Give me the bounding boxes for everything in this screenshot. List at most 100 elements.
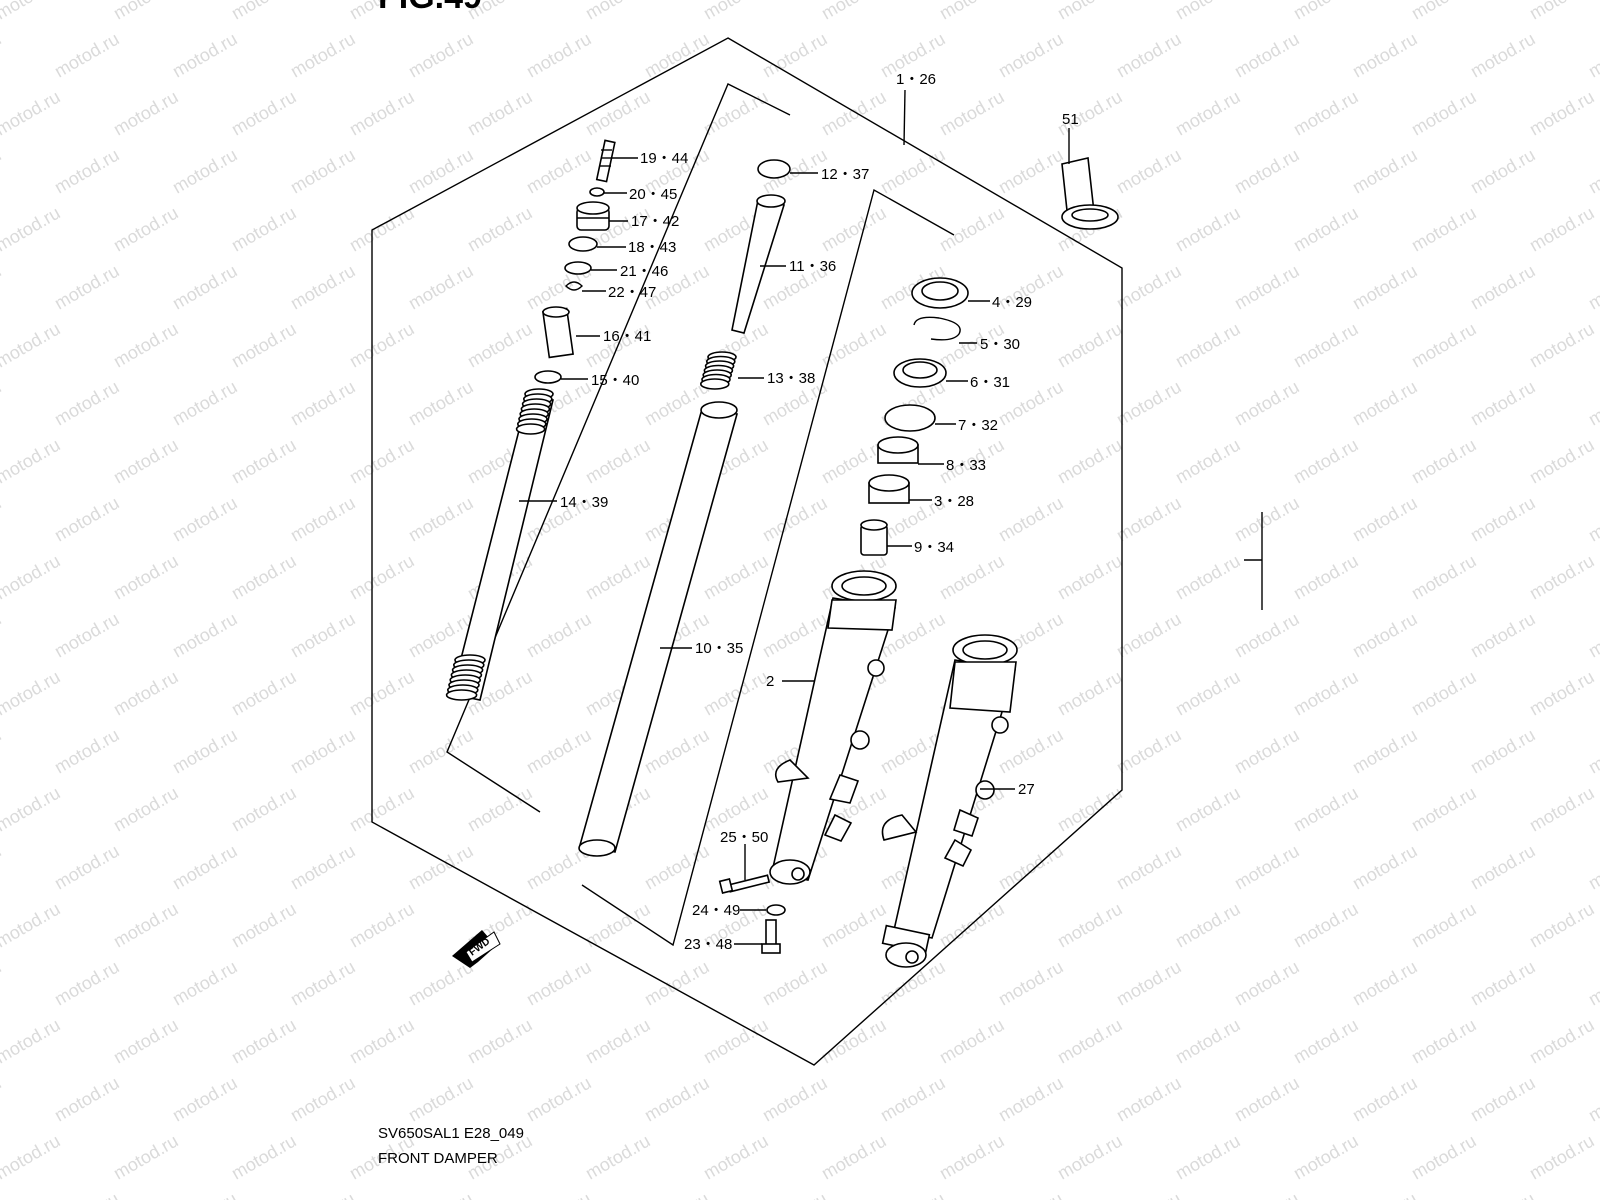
watermark-text: motod.ru	[1172, 783, 1244, 836]
watermark-text: motod.ru	[641, 957, 713, 1010]
watermark-text: motod.ru	[51, 957, 123, 1010]
watermark-text: motod.ru	[1408, 899, 1480, 952]
watermark-text: motod.ru	[405, 841, 477, 894]
watermark-text: motod.ru	[228, 1015, 300, 1068]
watermark-text: motod.ru	[287, 261, 359, 314]
watermark-text: motod.ru	[582, 0, 654, 23]
watermark-text: motod.ru	[1113, 261, 1185, 314]
watermark-text: motod.ru	[877, 1073, 949, 1126]
watermark-text: motod.ru	[405, 261, 477, 314]
watermark-text: motod.ru	[759, 957, 831, 1010]
watermark-text: motod.ru	[1585, 609, 1600, 662]
watermark-text: motod.ru	[228, 87, 300, 140]
watermark-text: motod.ru	[51, 1189, 123, 1200]
watermark-text: motod.ru	[1231, 29, 1303, 82]
watermark-text: motod.ru	[1408, 203, 1480, 256]
callout-15-40: 15・40	[591, 372, 639, 389]
callout-18-43: 18・43	[628, 239, 676, 256]
watermark-text: motod.ru	[0, 725, 5, 778]
watermark-text: motod.ru	[228, 203, 300, 256]
watermark-text: motod.ru	[1290, 319, 1362, 372]
watermark-text: motod.ru	[51, 377, 123, 430]
watermark-text: motod.ru	[1408, 551, 1480, 604]
watermark-text: motod.ru	[287, 957, 359, 1010]
watermark-text: motod.ru	[1467, 493, 1539, 546]
watermark-text: motod.ru	[1231, 1189, 1303, 1200]
part-5-stopper-ring	[913, 316, 961, 341]
watermark-text: motod.ru	[1172, 1131, 1244, 1184]
watermark-text: motod.ru	[1113, 957, 1185, 1010]
watermark-text: motod.ru	[287, 1073, 359, 1126]
watermark-text: motod.ru	[0, 1073, 5, 1126]
watermark-text: motod.ru	[1231, 145, 1303, 198]
watermark-text: motod.ru	[1054, 1131, 1126, 1184]
watermark-text: motod.ru	[1290, 435, 1362, 488]
watermark-text: motod.ru	[1526, 551, 1598, 604]
watermark-text: motod.ru	[346, 435, 418, 488]
watermark-text: motod.ru	[1113, 725, 1185, 778]
watermark-text: motod.ru	[1290, 551, 1362, 604]
watermark-text: motod.ru	[1349, 957, 1421, 1010]
watermark-text: motod.ru	[995, 493, 1067, 546]
watermark-text: motod.ru	[582, 87, 654, 140]
watermark-text: motod.ru	[1113, 1073, 1185, 1126]
spring-coil	[699, 378, 730, 390]
callout-24-49: 24・49	[692, 902, 740, 919]
watermark-text: motod.ru	[1349, 841, 1421, 894]
watermark-text: motod.ru	[169, 145, 241, 198]
callout-23-48: 23・48	[684, 936, 732, 953]
watermark-text: motod.ru	[1231, 957, 1303, 1010]
watermark-text: motod.ru	[0, 667, 64, 720]
watermark-text: motod.ru	[0, 1189, 5, 1200]
watermark-text: motod.ru	[1526, 87, 1598, 140]
callout-20-45: 20・45	[629, 186, 677, 203]
watermark-text: motod.ru	[1467, 957, 1539, 1010]
watermark-text: motod.ru	[346, 899, 418, 952]
watermark-text: motod.ru	[287, 1189, 359, 1200]
watermark-text: motod.ru	[936, 1015, 1008, 1068]
watermark-text: motod.ru	[1290, 783, 1362, 836]
watermark-text: motod.ru	[51, 29, 123, 82]
watermark-text: motod.ru	[1054, 783, 1126, 836]
watermark-text: motod.ru	[877, 145, 949, 198]
watermark-text: motod.ru	[287, 145, 359, 198]
watermark-text: motod.ru	[759, 29, 831, 82]
watermark-text: motod.ru	[936, 551, 1008, 604]
callout-14-39: 14・39	[560, 494, 608, 511]
part-19-bolt	[595, 139, 616, 183]
watermark-text: motod.ru	[228, 551, 300, 604]
watermark-text: motod.ru	[110, 319, 182, 372]
watermark-text: motod.ru	[1526, 783, 1598, 836]
watermark-text: motod.ru	[51, 493, 123, 546]
watermark-text: motod.ru	[582, 1015, 654, 1068]
watermark-text: motod.ru	[523, 609, 595, 662]
watermark-text: motod.ru	[1231, 725, 1303, 778]
part-23-bolt	[761, 919, 781, 954]
watermark-text: motod.ru	[0, 841, 5, 894]
watermark-text: motod.ru	[1054, 435, 1126, 488]
watermark-text: motod.ru	[228, 1131, 300, 1184]
watermark-text: motod.ru	[1467, 609, 1539, 662]
watermark-text: motod.ru	[169, 261, 241, 314]
callout-3-28: 3・28	[934, 493, 974, 510]
watermark-text: motod.ru	[1349, 609, 1421, 662]
watermark-text: motod.ru	[228, 0, 300, 23]
watermark-text: motod.ru	[1526, 1015, 1598, 1068]
watermark-text: motod.ru	[346, 667, 418, 720]
watermark-text: motod.ru	[582, 435, 654, 488]
watermark-text: motod.ru	[759, 1073, 831, 1126]
watermark-text: motod.ru	[936, 0, 1008, 23]
watermark-text: motod.ru	[818, 899, 890, 952]
watermark-text: motod.ru	[1054, 551, 1126, 604]
watermark-text: motod.ru	[1290, 0, 1362, 23]
watermark-text: motod.ru	[0, 319, 64, 372]
watermark-text: motod.ru	[818, 1015, 890, 1068]
watermark-text: motod.ru	[169, 29, 241, 82]
watermark-text: motod.ru	[1231, 261, 1303, 314]
callout-7-32: 7・32	[958, 417, 998, 434]
callout-1-26: 1・26	[896, 71, 936, 88]
watermark-text: motod.ru	[110, 0, 182, 23]
watermark-text: motod.ru	[1349, 261, 1421, 314]
watermark-text: motod.ru	[0, 551, 64, 604]
callout-21-46: 21・46	[620, 263, 668, 280]
